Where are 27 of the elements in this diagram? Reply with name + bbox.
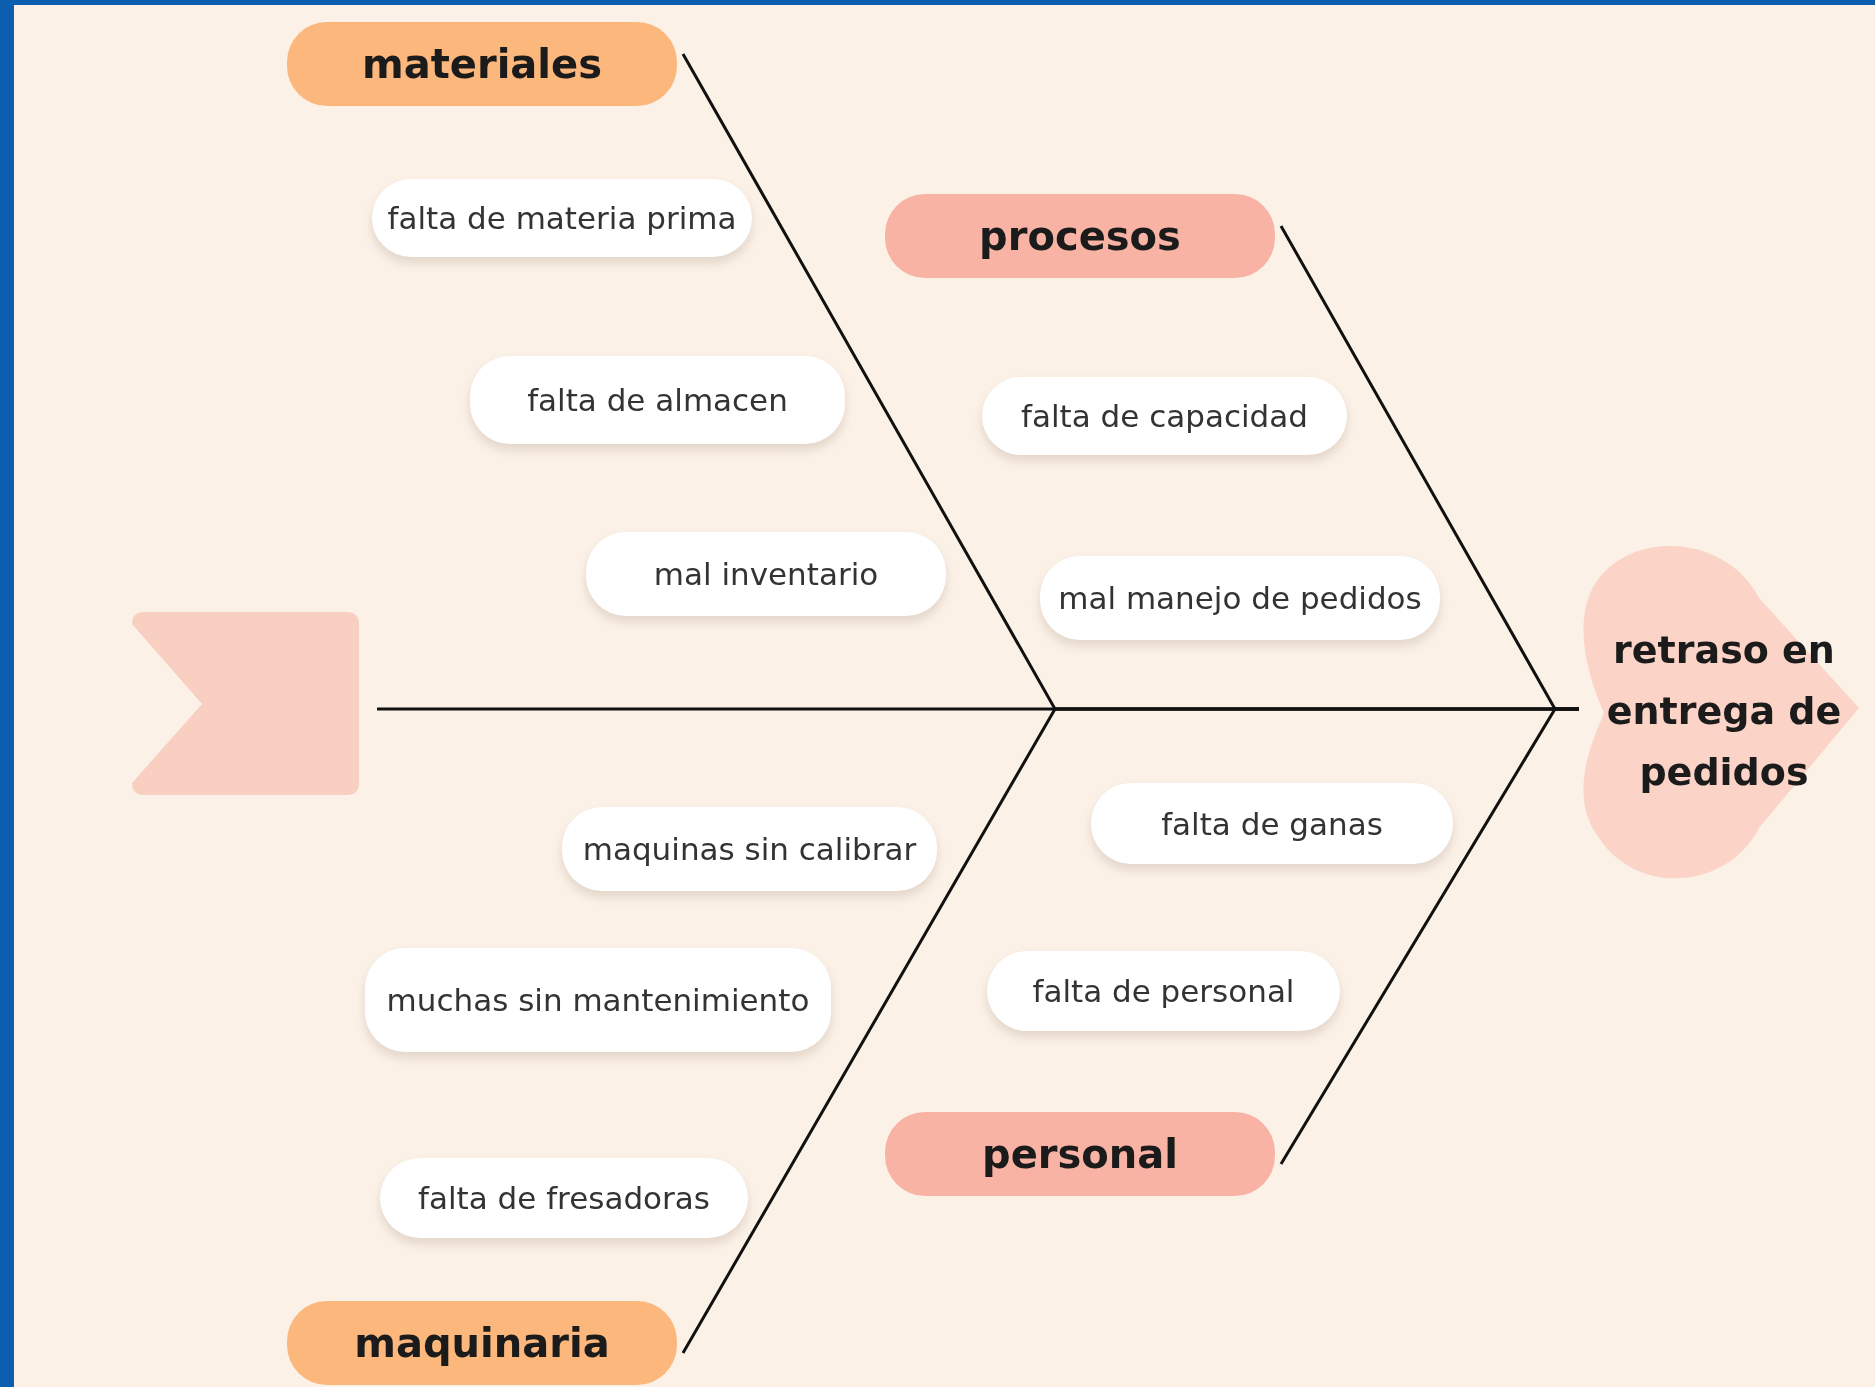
label-text: maquinaria: [354, 1320, 610, 1366]
cause-text: mal inventario: [653, 556, 879, 592]
cause-bubble: [1040, 556, 1440, 640]
fishbone-line: [1279, 707, 1579, 1165]
cause-text: falta de ganas: [1161, 805, 1383, 842]
cause-text: mal manejo de pedidos: [1058, 580, 1422, 616]
cause-bubble: [982, 377, 1347, 455]
cause-text: falta de fresadoras: [418, 1180, 710, 1216]
cause-bubble: [380, 1158, 748, 1238]
label-text: personal: [982, 1131, 1178, 1177]
label-text: retraso en entrega de pedidos: [1605, 627, 1843, 796]
label-text: procesos: [979, 213, 1181, 259]
cause-bubble: [586, 532, 946, 616]
cause-bubble: [987, 951, 1340, 1031]
cause-bubble: [365, 948, 831, 1052]
cause-bubble: [470, 356, 845, 444]
cause-text: maquinas sin calibrar: [582, 831, 917, 867]
cause-bubble: [562, 807, 937, 891]
cause-bubble: [1091, 783, 1453, 864]
cause-text: falta de almacen: [527, 382, 788, 418]
cause-bubble: [372, 179, 752, 257]
cause-text: falta de personal: [1032, 973, 1295, 1009]
cause-text: muchas sin mantenimiento: [386, 982, 810, 1018]
label-text: materiales: [362, 41, 602, 87]
cause-text: falta de materia prima: [387, 200, 737, 236]
ribbon-tail-shape: [132, 612, 359, 795]
cause-text: falta de capacidad: [1021, 398, 1308, 434]
